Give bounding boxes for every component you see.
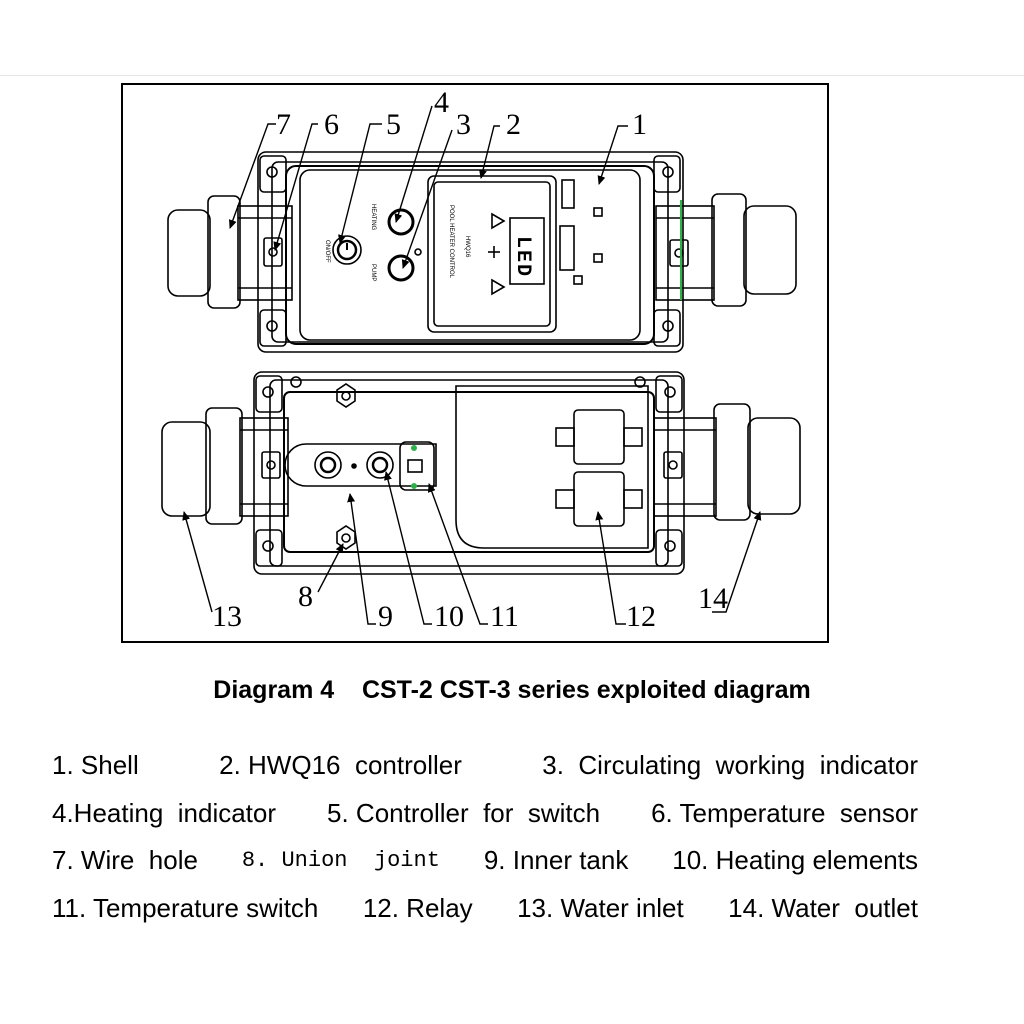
heating-indicator bbox=[387, 208, 415, 236]
diagram-caption: Diagram 4 CST-2 CST-3 series exploited d… bbox=[213, 676, 811, 704]
temperature-switch bbox=[399, 441, 435, 491]
relay bbox=[555, 409, 643, 527]
top-right-union bbox=[655, 193, 797, 307]
relay-compartment bbox=[455, 385, 649, 549]
legend-item: 4.Heating indicator bbox=[52, 797, 277, 828]
legend-item: 3. Circulating working indicator bbox=[542, 750, 918, 781]
legend-item: 12. Relay bbox=[362, 892, 473, 923]
panel-labels: POOL HEATER CONTROL HWQ16 HEATING PUMP O… bbox=[324, 204, 534, 281]
legend-item: 1. Shell bbox=[52, 750, 139, 781]
bottom-left-union bbox=[161, 407, 289, 525]
svg-text:ON/OFF: ON/OFF bbox=[324, 240, 330, 263]
svg-text:HWQ16: HWQ16 bbox=[464, 236, 470, 258]
exploded-diagram: POOL HEATER CONTROL HWQ16 HEATING PUMP O… bbox=[121, 83, 829, 643]
callout-7: 7 bbox=[276, 108, 291, 141]
legend-item: 2. HWQ16 controller bbox=[219, 750, 462, 781]
legend-item: 11. Temperature switch bbox=[52, 892, 319, 923]
top-unit-shell bbox=[257, 151, 684, 353]
legend-item: 14. Water outlet bbox=[728, 892, 918, 923]
legend-item: 13. Water inlet bbox=[517, 892, 684, 923]
callout-11: 11 bbox=[490, 600, 519, 633]
legend-row: 11. Temperature switch 12. Relay 13. Wat… bbox=[52, 885, 918, 933]
legend-row: 1. Shell 2. HWQ16 controller 3. Circulat… bbox=[52, 742, 918, 790]
parts-legend: 1. Shell 2. HWQ16 controller 3. Circulat… bbox=[52, 742, 918, 932]
hwq16-controller bbox=[427, 175, 603, 333]
callout-2: 2 bbox=[506, 108, 521, 141]
inner-tank bbox=[284, 443, 437, 487]
callout-8: 8 bbox=[298, 580, 313, 613]
power-switch bbox=[332, 235, 362, 265]
legend-item: 6. Temperature sensor bbox=[651, 797, 918, 828]
callout-numbers: 1 2 3 4 5 6 7 8 9 10 11 12 13 14 bbox=[212, 86, 728, 633]
callout-6: 6 bbox=[324, 108, 339, 141]
svg-text:PUMP: PUMP bbox=[370, 264, 376, 281]
legend-item: 9. Inner tank bbox=[483, 845, 629, 876]
controller-display: LED bbox=[511, 236, 534, 278]
svg-text:HEATING: HEATING bbox=[370, 204, 376, 231]
legend-row: 4.Heating indicator 5. Controller for sw… bbox=[52, 790, 918, 838]
top-divider bbox=[0, 75, 1024, 76]
legend-row: 7. Wire hole 8. Union joint 9. Inner tan… bbox=[52, 837, 918, 885]
svg-text:POOL HEATER CONTROL: POOL HEATER CONTROL bbox=[448, 205, 454, 279]
callout-13: 13 bbox=[212, 600, 242, 633]
callout-5: 5 bbox=[386, 108, 401, 141]
top-left-union bbox=[167, 195, 293, 309]
callout-10: 10 bbox=[434, 600, 464, 633]
callout-3: 3 bbox=[456, 108, 471, 141]
callout-12: 12 bbox=[626, 600, 656, 633]
legend-item: 5. Controller for switch bbox=[327, 797, 601, 828]
legend-item: 8. Union joint bbox=[241, 848, 440, 874]
callout-1: 1 bbox=[632, 108, 647, 141]
callout-14: 14 bbox=[698, 582, 728, 615]
legend-item: 7. Wire hole bbox=[52, 845, 198, 876]
callout-9: 9 bbox=[378, 600, 393, 633]
pump-indicator bbox=[387, 254, 415, 282]
legend-item: 10. Heating elements bbox=[672, 845, 918, 876]
union-joint-nut bbox=[336, 383, 356, 550]
callout-4: 4 bbox=[434, 86, 449, 119]
bottom-right-union bbox=[653, 403, 801, 521]
